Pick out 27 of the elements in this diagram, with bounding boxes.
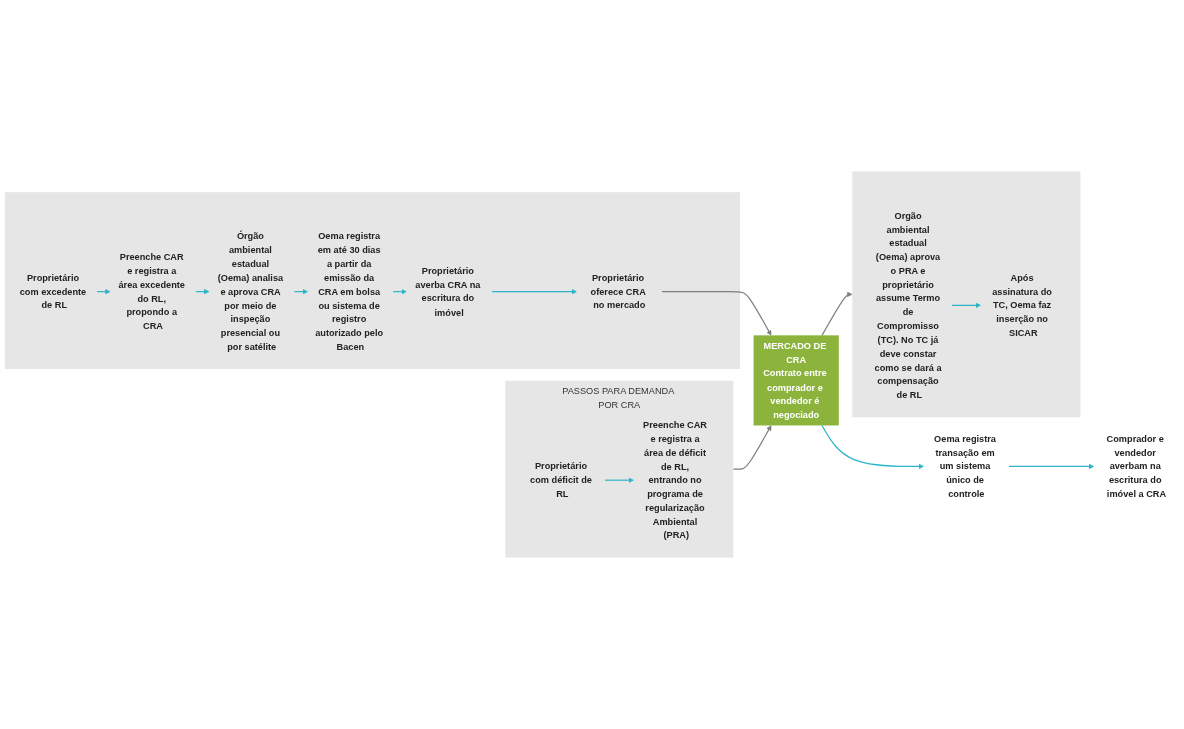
node-text: Proprietário com excedente de RL bbox=[19, 272, 87, 311]
arrow bbox=[491, 288, 577, 295]
arrow bbox=[96, 288, 111, 295]
cluster bbox=[4, 192, 741, 370]
node-text: Orgão ambiental estadual (Oema) aprova o PRA e proprietário assume Termo de Compromisso (TC). No TC já deve constar como se dará a compensação de RL bbox=[874, 210, 942, 400]
node-text: Após assinatura do TC, Oema faz inserção no SICAR bbox=[992, 272, 1052, 338]
node-text: Proprietário averba CRA na escritura do imóvel bbox=[415, 265, 481, 318]
arrow bbox=[604, 477, 634, 483]
arrow bbox=[1008, 463, 1095, 470]
node-text: Oema registra em até 30 dias a partir da emissão da CRA em bolsa ou sistema de registro autorizado pelo Bacen bbox=[315, 230, 384, 352]
arrow bbox=[392, 288, 407, 295]
arrow bbox=[821, 291, 853, 336]
arrow bbox=[732, 425, 772, 470]
arrow bbox=[195, 288, 210, 295]
node-text: Proprietário com déficit de RL bbox=[530, 460, 592, 499]
node-text: Oema registra transação em um sistema único de controle bbox=[934, 433, 996, 499]
node-box: MERCADO DE CRA Contrato entre comprador e vendedor é negociado bbox=[753, 335, 839, 426]
node-text: Preenche CAR e registra a área de déficit de RL, entrando no programa de regularização Ambiental (PRA) bbox=[643, 419, 707, 541]
node-text: Proprietário oferece CRA no mercado bbox=[590, 272, 646, 311]
arrow bbox=[661, 291, 772, 336]
node-text: Comprador e vendedor averbam na escritura do imóvel a CRA bbox=[1106, 433, 1167, 499]
arrow bbox=[821, 424, 924, 470]
arrow bbox=[951, 302, 981, 309]
arrow bbox=[293, 288, 309, 295]
node-text: Órgão ambiental estadual (Oema) analisa e aprova CRA por meio de inspeção presencial ou por satélite bbox=[217, 230, 284, 352]
cluster bbox=[852, 171, 1081, 418]
node-text: Preenche CAR e registra a área excedente do RL, propondo a CRA bbox=[118, 251, 185, 331]
